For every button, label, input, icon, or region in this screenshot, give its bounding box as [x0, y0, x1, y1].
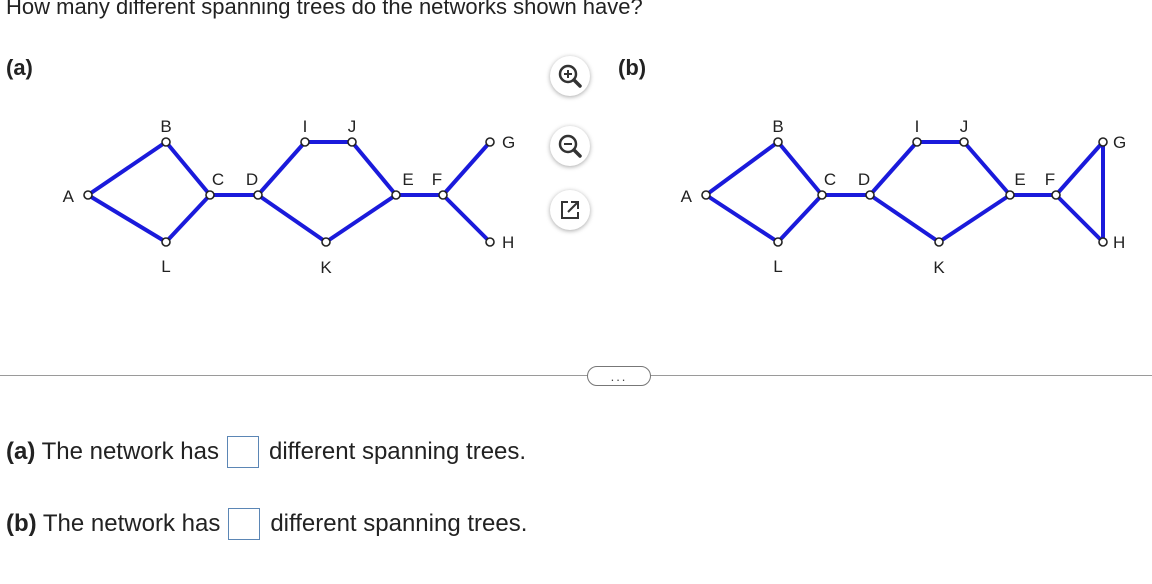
- network-a-edge-BC: [164, 140, 212, 197]
- network-b-vertex-label-B: B: [772, 117, 783, 136]
- answer-b-input[interactable]: [228, 508, 261, 540]
- network-a-vertex-J: [347, 137, 357, 147]
- network-b-vertex-B: [773, 137, 783, 147]
- zoom-out-button[interactable]: [550, 126, 590, 166]
- network-b-edge-JE: [962, 140, 1012, 197]
- answer-a-prefix: (a): [6, 438, 36, 465]
- network-b-vertex-D: [865, 190, 875, 200]
- network-a-vertex-label-I: I: [303, 117, 308, 136]
- network-a-vertex-label-C: C: [212, 170, 224, 189]
- network-b-edge-AB: [704, 140, 780, 197]
- network-a-edge-FH: [441, 193, 492, 244]
- network-a-vertex-K: [321, 237, 331, 247]
- network-b-vertex-H: [1098, 237, 1108, 247]
- network-b-vertex-I: [912, 137, 922, 147]
- network-b-vertex-label-D: D: [858, 170, 870, 189]
- network-a-vertex-label-H: H: [502, 233, 514, 252]
- part-b-label: (b): [618, 55, 647, 80]
- network-b-edge-FG: [1054, 140, 1105, 197]
- answer-a-input[interactable]: [227, 436, 259, 468]
- network-a-vertex-label-A: A: [63, 187, 75, 206]
- network-a-vertex-label-F: F: [432, 170, 442, 189]
- question-text: How many different spanning trees do the…: [6, 0, 643, 19]
- zoom-out-icon: [558, 134, 582, 158]
- network-b-vertex-L: [773, 237, 783, 247]
- network-a-vertex-label-J: J: [348, 117, 357, 136]
- network-b-vertex-A: [701, 190, 711, 200]
- network-a-edge-DI: [256, 140, 307, 197]
- network-a-vertex-A: [83, 190, 93, 200]
- network-a-vertex-C: [205, 190, 215, 200]
- network-b-vertex-G: [1098, 137, 1108, 147]
- network-b-vertex-C: [817, 190, 827, 200]
- answer-a-row: (a) The network has different spanning t…: [6, 436, 526, 468]
- network-b-edge-BC: [776, 140, 824, 197]
- network-b-vertex-label-C: C: [824, 170, 836, 189]
- network-b-edge-LC: [776, 193, 824, 244]
- network-a-vertex-label-K: K: [320, 258, 332, 277]
- network-a-edge-DK: [256, 193, 328, 244]
- network-b-vertex-K: [934, 237, 944, 247]
- network-a-vertex-E: [391, 190, 401, 200]
- network-a-vertex-H: [485, 237, 495, 247]
- network-a-vertex-F: [438, 190, 448, 200]
- answer-b-text: The network has: [36, 510, 221, 537]
- external-link-icon: [561, 201, 579, 219]
- answer-a-text: The network has: [35, 438, 219, 465]
- zoom-in-icon: [558, 64, 582, 88]
- network-b-vertex-label-G: G: [1113, 133, 1126, 152]
- network-b-edge-KE: [937, 193, 1012, 244]
- network-a-vertex-D: [253, 190, 263, 200]
- network-b-edge-DK: [868, 193, 941, 244]
- section-divider: [0, 375, 1152, 376]
- network-a-vertex-label-E: E: [402, 170, 413, 189]
- network-b-vertex-label-E: E: [1014, 170, 1025, 189]
- network-a-edge-AB: [86, 140, 168, 197]
- network-a-vertex-I: [300, 137, 310, 147]
- network-b-diagram: A B L C D I J K E F G H: [681, 117, 1127, 277]
- network-a-vertex-label-G: G: [502, 133, 515, 152]
- network-b-vertex-label-L: L: [773, 257, 782, 276]
- network-a-edge-LC: [164, 193, 212, 244]
- network-a-vertex-label-B: B: [160, 117, 171, 136]
- network-b-edge-DI: [868, 140, 919, 197]
- popout-button[interactable]: [550, 190, 590, 230]
- network-b-edge-AL: [704, 193, 780, 244]
- zoom-in-button[interactable]: [550, 56, 590, 96]
- network-b-vertex-label-K: K: [933, 258, 945, 277]
- network-a-vertex-G: [485, 137, 495, 147]
- network-b-vertex-label-J: J: [960, 117, 969, 136]
- more-button[interactable]: ...: [587, 366, 651, 386]
- network-b-edge-FH: [1054, 193, 1105, 244]
- answer-b-suffix: different spanning trees.: [270, 510, 528, 537]
- answer-a-suffix: different spanning trees.: [269, 438, 527, 465]
- network-a-edge-KE: [324, 193, 398, 244]
- network-b-vertex-J: [959, 137, 969, 147]
- network-a-edge-JE: [350, 140, 398, 197]
- network-a-vertex-B: [161, 137, 171, 147]
- answer-b-row: (b) The network has different spanning t…: [6, 508, 527, 540]
- part-a-label: (a): [6, 55, 33, 80]
- network-a-vertex-L: [161, 237, 171, 247]
- network-b-vertex-label-I: I: [915, 117, 920, 136]
- network-b-vertex-F: [1051, 190, 1061, 200]
- network-b-vertex-label-A: A: [681, 187, 693, 206]
- network-a-vertex-label-L: L: [161, 257, 170, 276]
- network-b-vertex-E: [1005, 190, 1015, 200]
- answer-b-prefix: (b): [6, 510, 37, 537]
- network-b-vertex-label-F: F: [1045, 170, 1055, 189]
- network-a-edge-AL: [86, 193, 168, 244]
- network-b-vertex-label-H: H: [1113, 233, 1125, 252]
- network-a-edge-FG: [441, 140, 492, 197]
- network-a-vertex-label-D: D: [246, 170, 258, 189]
